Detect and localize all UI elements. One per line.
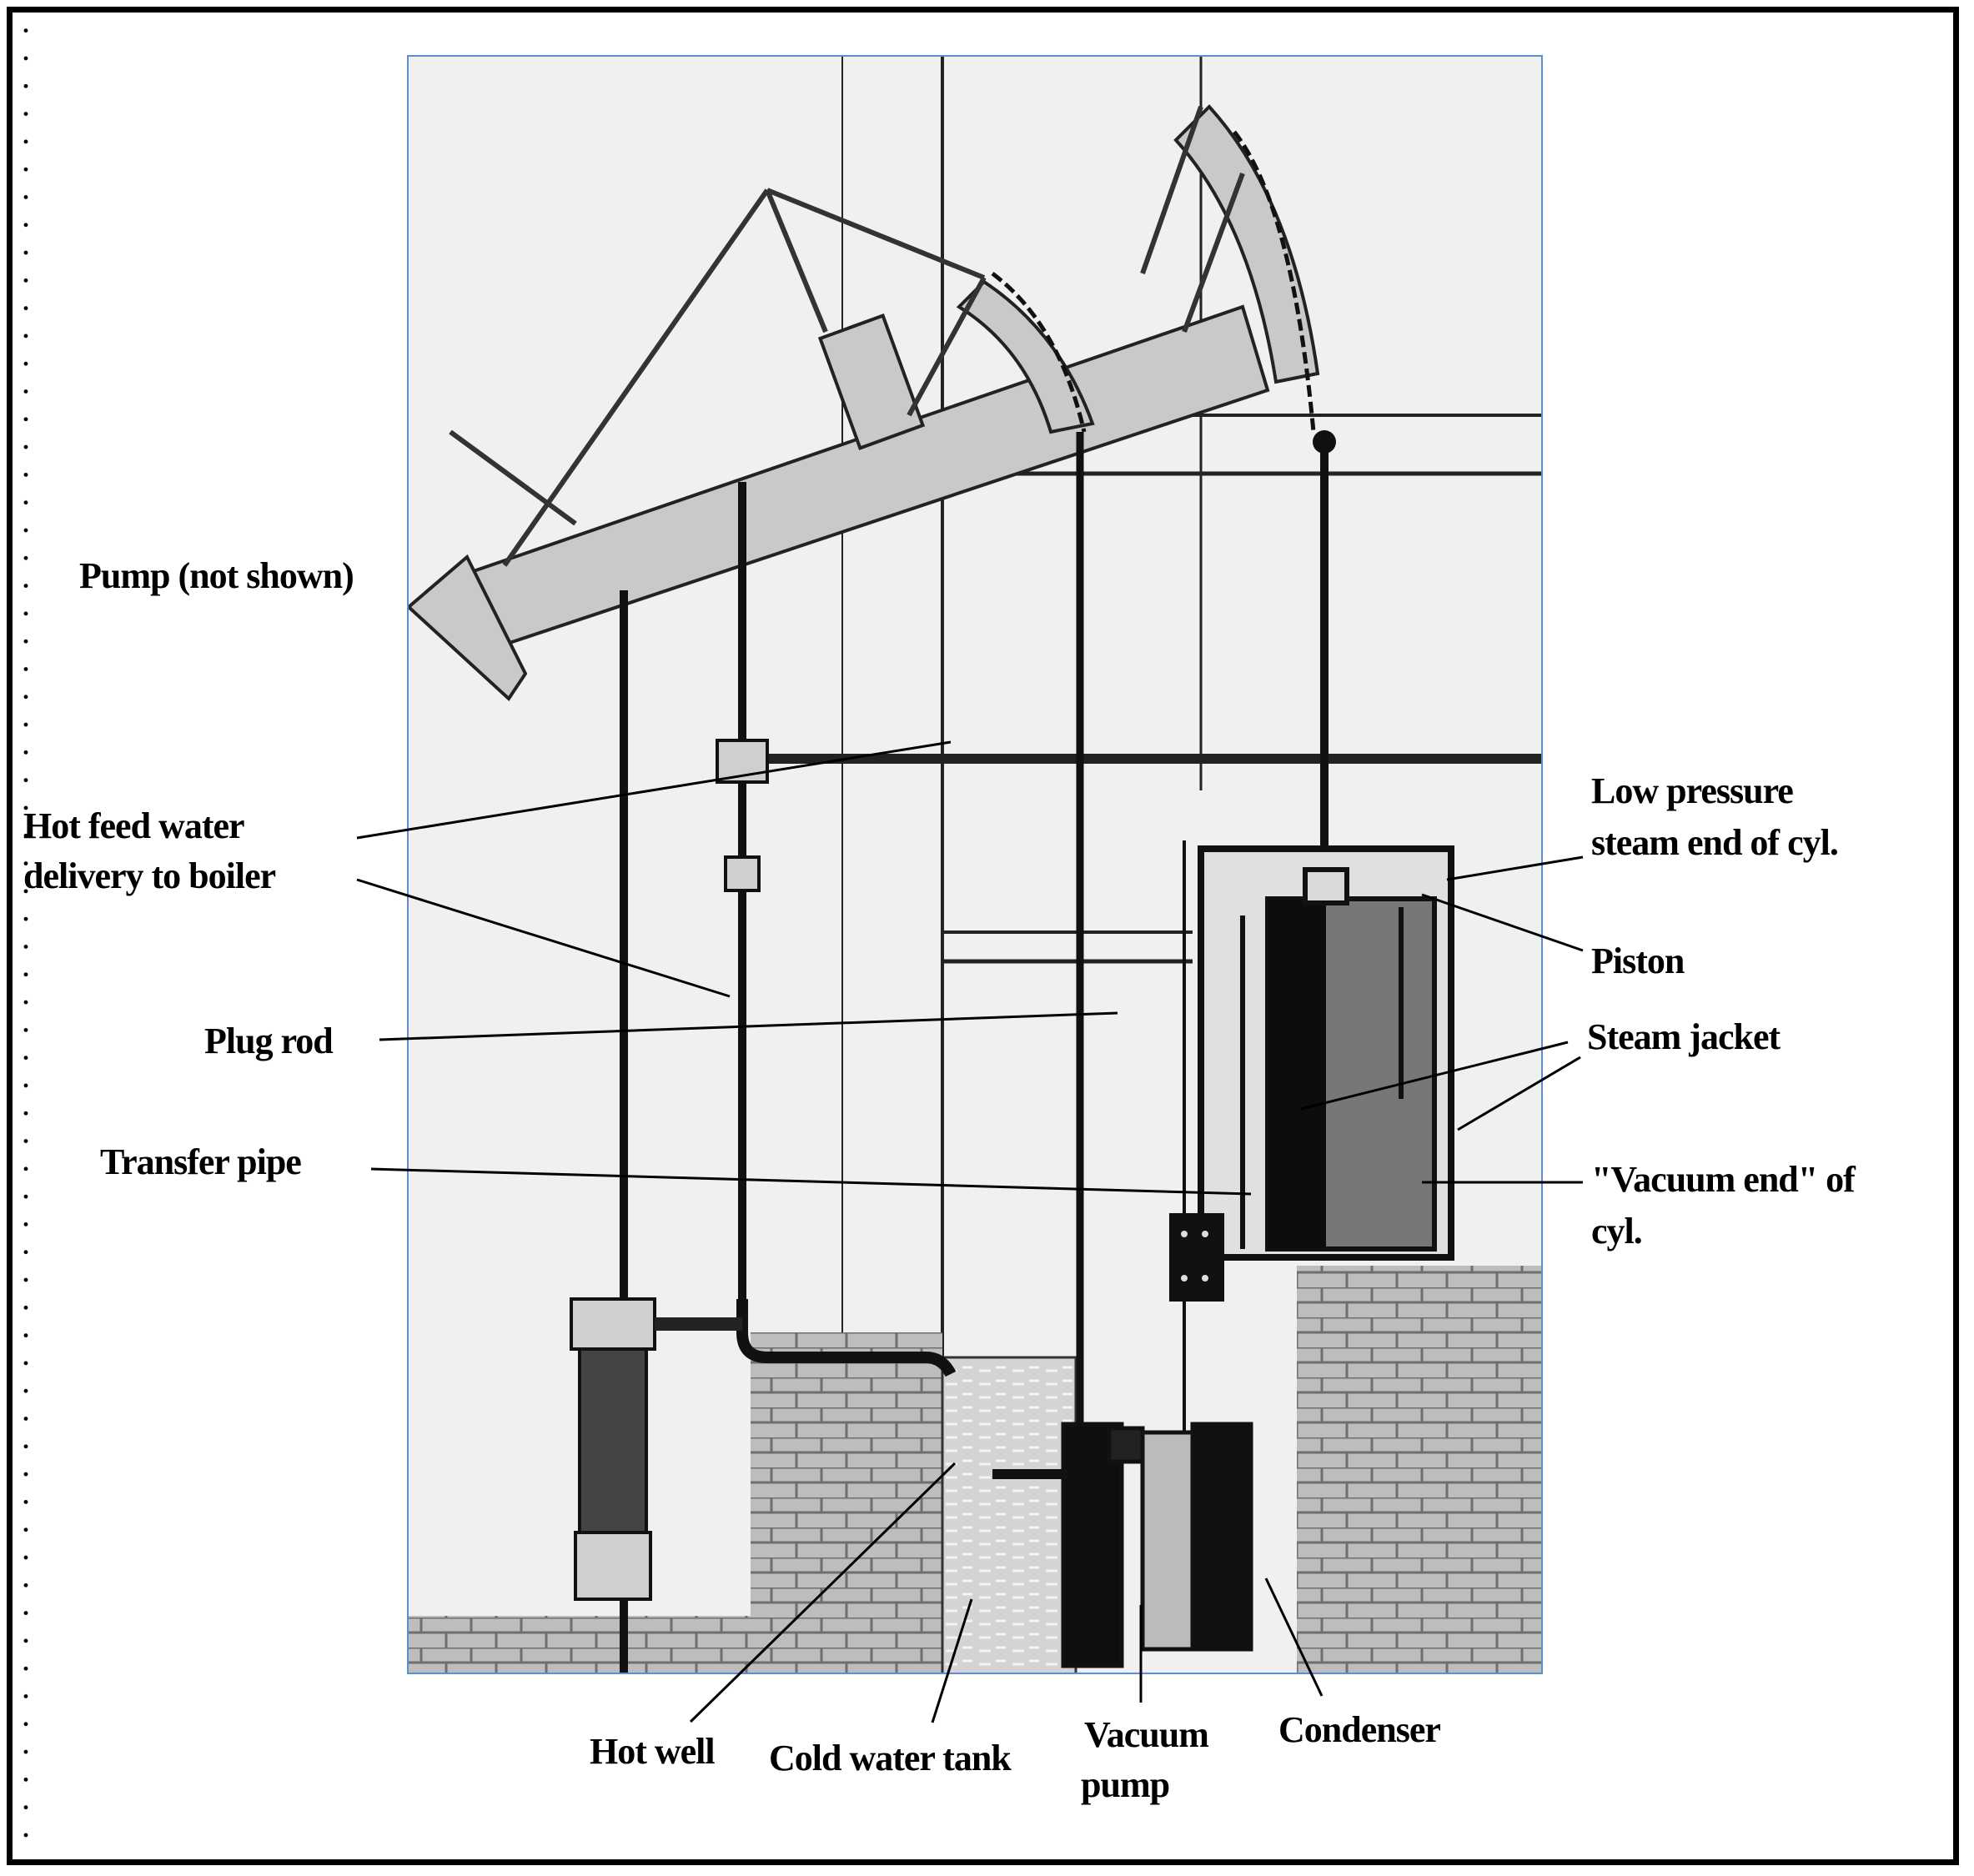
label-condenser: Condenser [1278,1709,1441,1750]
label-hot-feed-water: Hot feed water [23,805,245,846]
transfer-pipe [736,1299,957,1377]
piston [1303,867,1349,905]
label-transfer-pipe: Transfer pipe [100,1141,302,1182]
engine-drawing [409,57,1541,1673]
beam [409,104,1320,702]
feed-pump-column [570,739,769,1601]
parallel-motion-linkage [449,106,1245,567]
label-vacuum-pump: Vacuum [1084,1714,1209,1755]
chain-crosshead [1313,430,1336,454]
label-pump-not-shown: Pump (not shown) [79,555,354,596]
vacuum-pump [1061,1422,1145,1668]
condenser [1140,1422,1253,1652]
label-low-pressure-2: steam end of cyl. [1591,822,1839,863]
brick-foundation-left [751,1332,942,1673]
cold-water-tank [941,1356,1077,1673]
label-steam-jacket: Steam jacket [1587,1016,1781,1057]
label-hot-well: Hot well [590,1731,716,1772]
valve-chest [1169,1213,1224,1302]
label-vacuum-end: "Vacuum end" of [1591,1159,1856,1200]
dotted-margin-rule [23,17,28,1859]
label-cold-water-tank: Cold water tank [769,1738,1012,1778]
label-plug-rod: Plug rod [204,1021,334,1061]
label-piston: Piston [1591,941,1685,981]
label-hot-feed-water-2: delivery to boiler [23,855,276,896]
label-vacuum-pump-2: pump [1081,1764,1170,1805]
chains [991,130,1316,433]
brick-foundation-right [1297,1266,1541,1673]
cylinder [1198,845,1454,1261]
label-vacuum-end-2: cyl. [1591,1211,1643,1252]
label-low-pressure: Low pressure [1591,770,1794,811]
engine-engraving [407,55,1543,1674]
